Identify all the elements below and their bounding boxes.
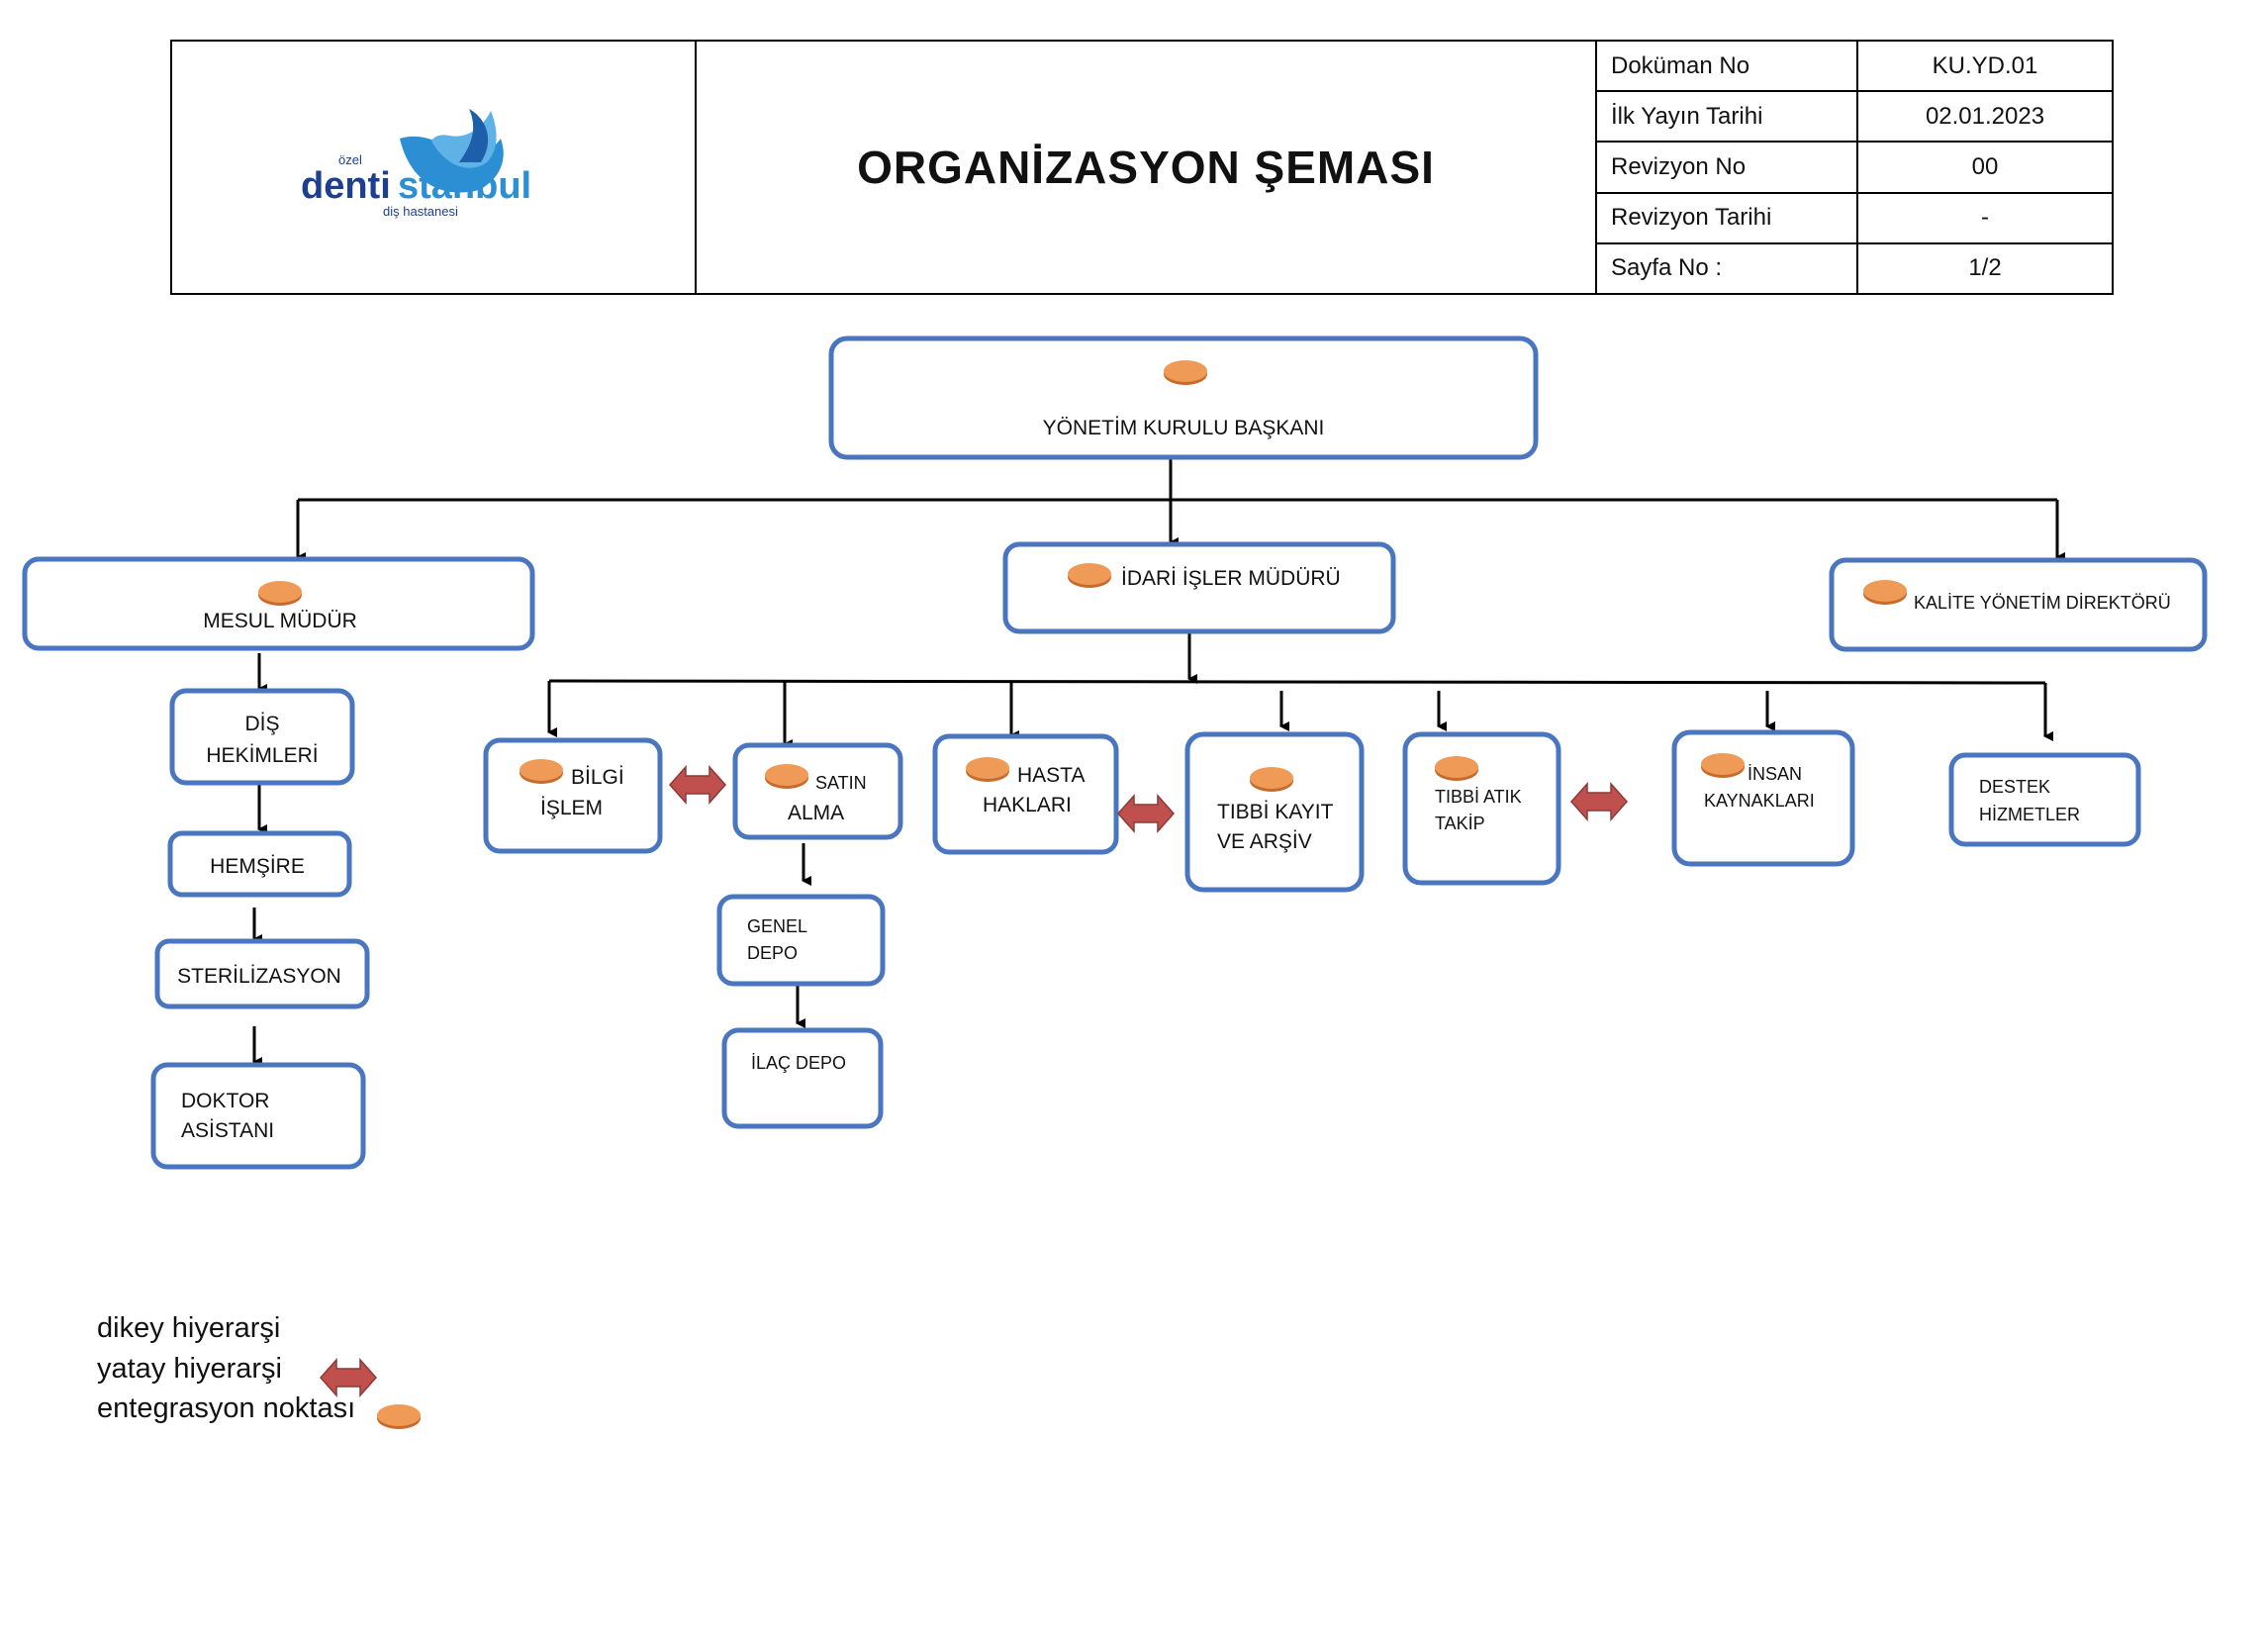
horizontal-hierarchy-arrow-icon xyxy=(669,766,726,804)
meta-value: 02.01.2023 xyxy=(1925,102,2045,130)
legend-horizontal-arrow-icon xyxy=(320,1359,377,1396)
node-nurse xyxy=(167,830,352,898)
node-label: YÖNETİM KURULU BAŞKANI xyxy=(1043,417,1325,439)
node-label: HASTA xyxy=(1017,764,1085,787)
meta-table: Doküman No KU.YD.01 İlk Yayın Tarihi 02.01… xyxy=(1597,42,2112,294)
horizontal-hierarchy-arrow-icon xyxy=(1117,795,1175,832)
meta-label: Revizyon Tarihi xyxy=(1597,193,1858,242)
integration-point-icon xyxy=(966,757,1009,782)
integration-point-icon xyxy=(1435,756,1478,781)
node-support-services xyxy=(1948,752,2141,847)
logo-text-stanbul: stanbul xyxy=(398,165,531,207)
meta-label: Sayfa No : xyxy=(1597,243,1858,294)
legend-integration-point-icon xyxy=(377,1404,421,1429)
node-label: STERİLİZASYON xyxy=(177,965,341,988)
legend-integration: entegrasyon noktası xyxy=(97,1392,356,1424)
meta-row: Doküman No KU.YD.01 xyxy=(1597,42,2112,93)
integration-point-icon xyxy=(765,764,808,789)
node-label: DOKTOR xyxy=(181,1090,269,1112)
node-general-warehouse xyxy=(716,894,886,987)
node-label: İDARİ İŞLER MÜDÜRÜ xyxy=(1121,567,1341,590)
node-label: İNSAN xyxy=(1748,764,1802,784)
node-label: DİŞ xyxy=(244,713,279,735)
integration-point-icon xyxy=(1250,767,1293,792)
meta-row: İlk Yayın Tarihi 02.01.2023 xyxy=(1597,92,2112,144)
meta-row: Sayfa No : 1/2 xyxy=(1597,243,2112,294)
node-label: BİLGİ xyxy=(571,766,624,789)
node-label: TIBBİ KAYIT xyxy=(1217,801,1334,823)
node-label: KAYNAKLARI xyxy=(1704,791,1815,811)
hospital-logo: özel denti stanbul diş hastanesi xyxy=(301,109,531,219)
node-label: HAKLARI xyxy=(983,794,1072,816)
node-label: İLAÇ DEPO xyxy=(751,1053,846,1073)
document-header: özel denti stanbul diş hastanesi ORGANİZ… xyxy=(170,40,2114,295)
integration-point-icon xyxy=(1863,580,1907,605)
node-pharmacy-warehouse xyxy=(721,1027,884,1129)
node-label: KALİTE YÖNETİM DİREKTÖRÜ xyxy=(1914,593,2171,613)
node-label: VE ARŞİV xyxy=(1217,830,1312,853)
node-label: DESTEK xyxy=(1979,777,2050,797)
meta-value: KU.YD.01 xyxy=(1932,51,2038,79)
meta-value: - xyxy=(1981,204,1989,232)
meta-label: Revizyon No xyxy=(1597,143,1858,192)
node-dentists xyxy=(169,688,355,786)
connector-lines xyxy=(252,457,2065,1067)
horizontal-hierarchy-arrow-icon xyxy=(1570,783,1628,820)
meta-label: Doküman No xyxy=(1597,42,1858,91)
node-label: ASİSTANI xyxy=(181,1119,274,1142)
node-label: TIBBİ ATIK xyxy=(1435,787,1522,807)
node-label: GENEL xyxy=(747,916,807,936)
logo-text-sub: diş hastanesi xyxy=(383,204,458,219)
legend-horizontal: yatay hiyerarşi xyxy=(97,1353,282,1385)
node-label: ALMA xyxy=(788,802,844,824)
meta-label: İlk Yayın Tarihi xyxy=(1597,92,1858,142)
node-it xyxy=(483,737,663,854)
node-quality-director xyxy=(1829,557,2208,652)
document-title: ORGANİZASYON ŞEMASI xyxy=(857,142,1435,193)
node-board-chairman xyxy=(828,335,1539,460)
node-medical-records xyxy=(1184,731,1365,893)
integration-point-icon xyxy=(1068,563,1111,588)
meta-row: Revizyon Tarihi - xyxy=(1597,193,2112,244)
meta-value: 1/2 xyxy=(1968,254,2002,282)
node-label: SATIN xyxy=(815,773,867,793)
logo-text-denti: denti xyxy=(301,165,391,207)
node-label: HEMŞİRE xyxy=(210,855,305,878)
integration-point-icon xyxy=(520,759,563,784)
node-label: HEKİMLERİ xyxy=(206,744,318,767)
node-label: MESUL MÜDÜR xyxy=(203,610,357,632)
node-label: HİZMETLER xyxy=(1979,805,2080,824)
logo-cell: özel denti stanbul diş hastanesi xyxy=(172,42,697,293)
node-label: İŞLEM xyxy=(540,797,603,819)
meta-value: 00 xyxy=(1971,153,1999,180)
node-label: TAKİP xyxy=(1435,814,1485,833)
node-sterilization xyxy=(154,938,370,1009)
logo-text-ozel: özel xyxy=(338,152,362,167)
node-doctor-assistant xyxy=(150,1062,366,1170)
legend-vertical: dikey hiyerarşi xyxy=(97,1312,281,1344)
meta-row: Revizyon No 00 xyxy=(1597,143,2112,194)
title-cell: ORGANİZASYON ŞEMASI xyxy=(697,42,1597,293)
integration-point-icon xyxy=(1164,360,1207,385)
node-medical-waste xyxy=(1402,731,1561,886)
integration-point-icon xyxy=(258,581,302,606)
integration-point-icon xyxy=(1701,753,1745,778)
node-label: DEPO xyxy=(747,943,798,963)
